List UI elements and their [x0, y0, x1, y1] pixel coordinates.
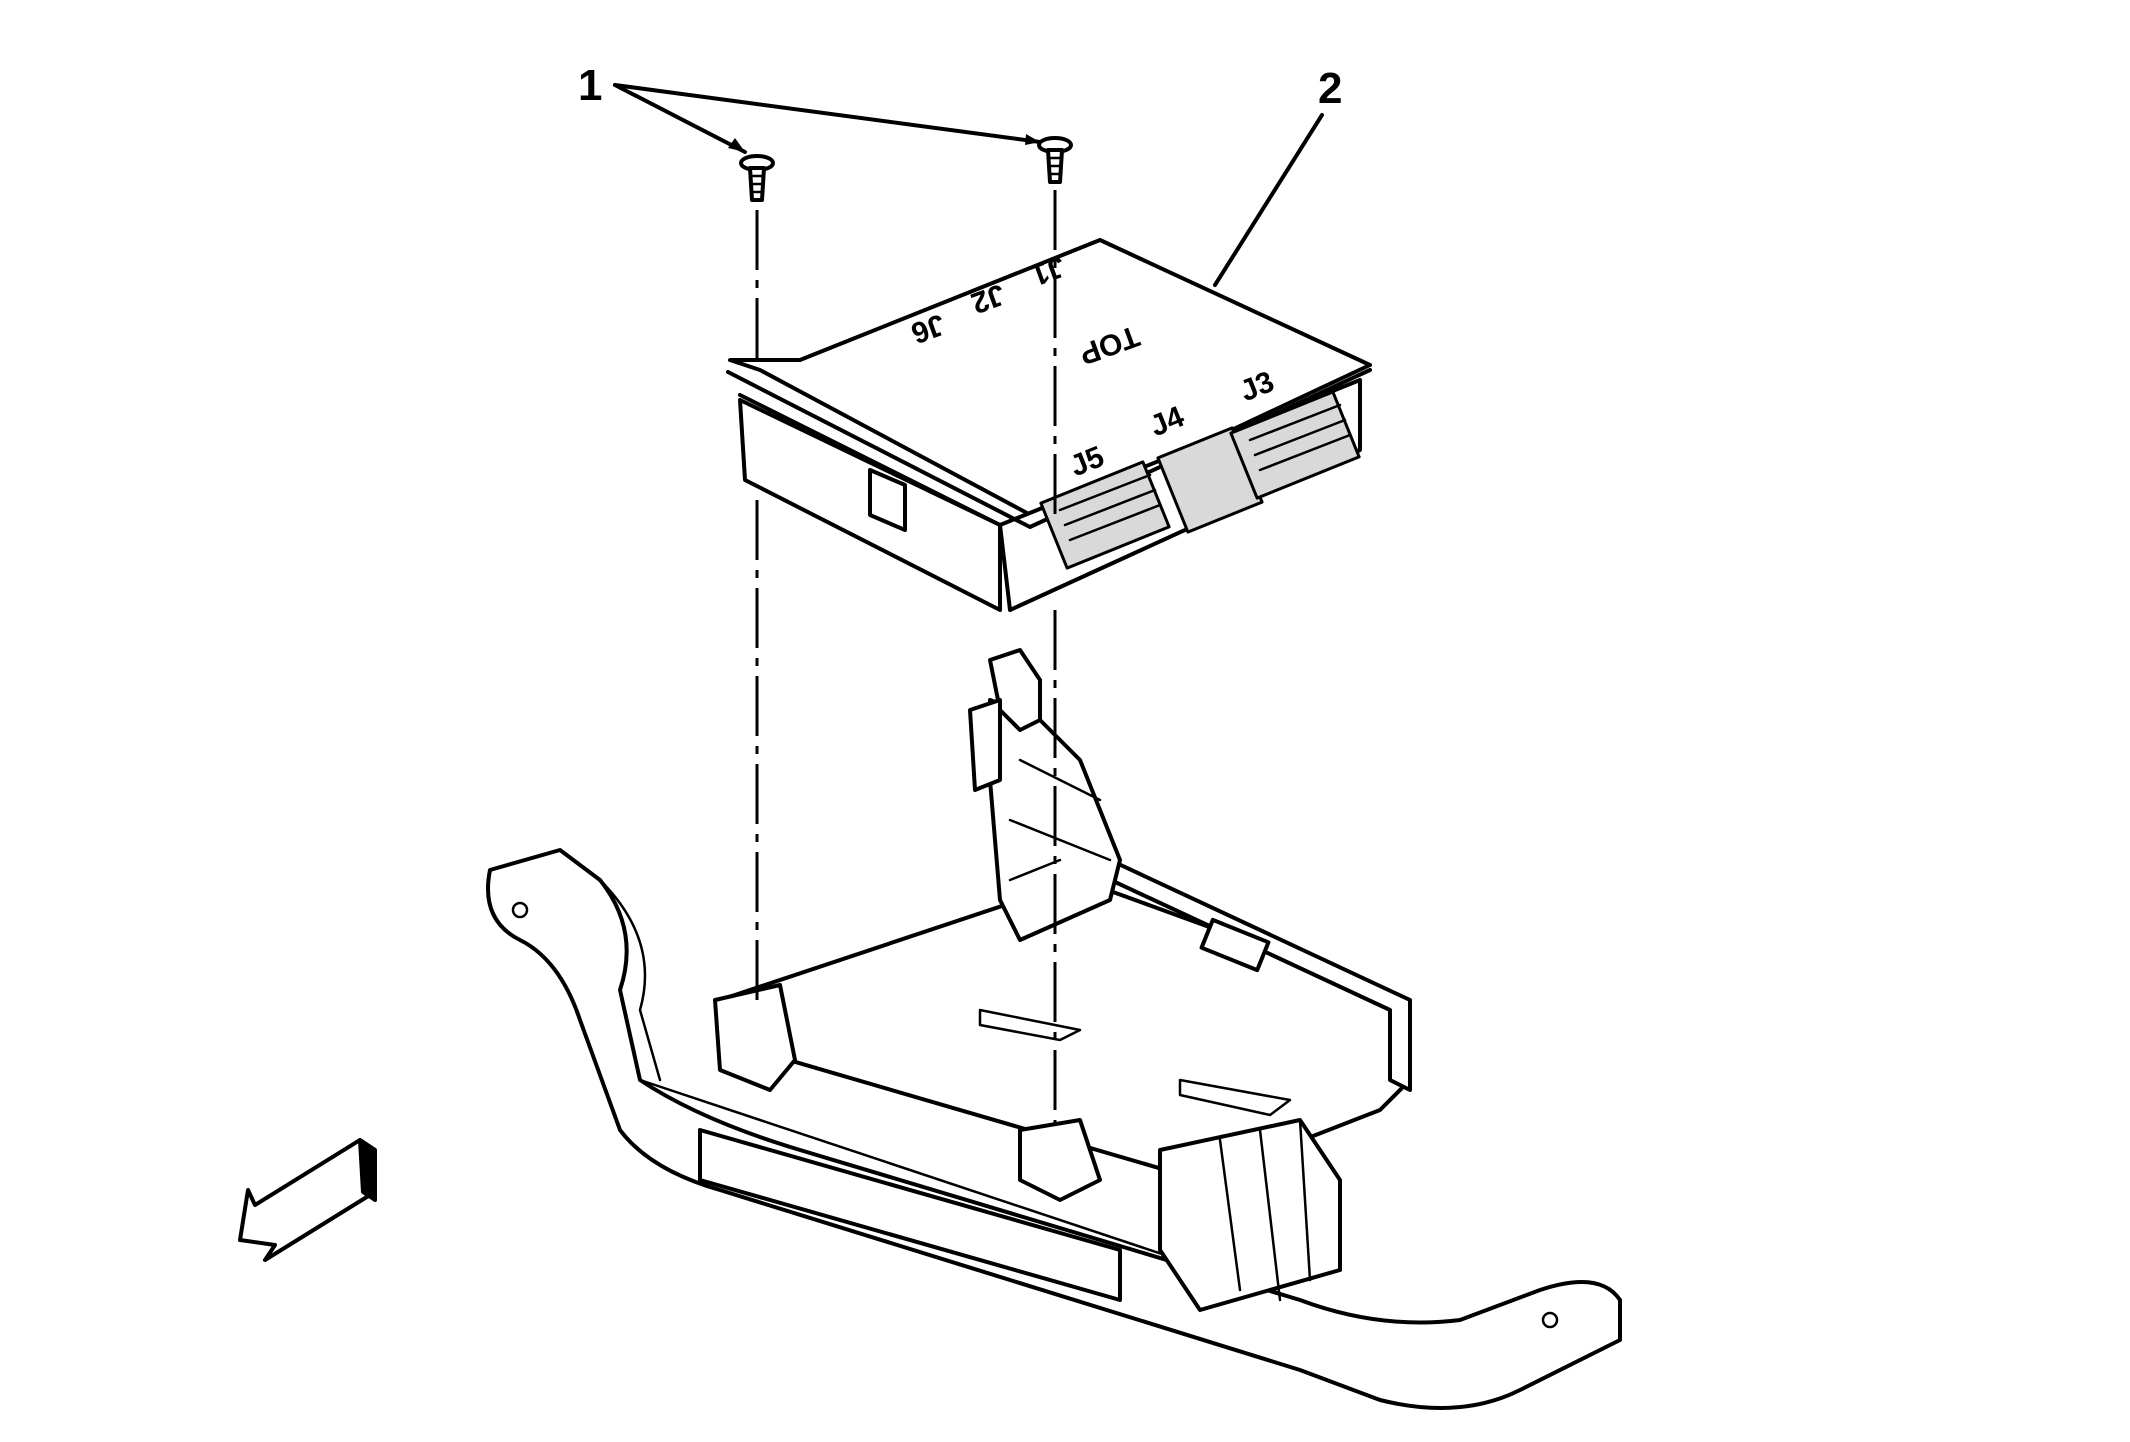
callout-2-number: 2 — [1318, 64, 1342, 113]
control-module — [726, 238, 1372, 612]
front-direction-arrow-icon — [238, 1138, 377, 1262]
fastener-right — [1037, 136, 1073, 184]
fastener-left — [739, 154, 775, 202]
callout-2: 2 — [1213, 64, 1342, 287]
mounting-bracket — [486, 648, 1622, 1410]
callout-1-number: 1 — [578, 61, 602, 110]
alignment-lines — [755, 190, 1057, 1125]
callout-1: 1 — [578, 61, 1042, 154]
